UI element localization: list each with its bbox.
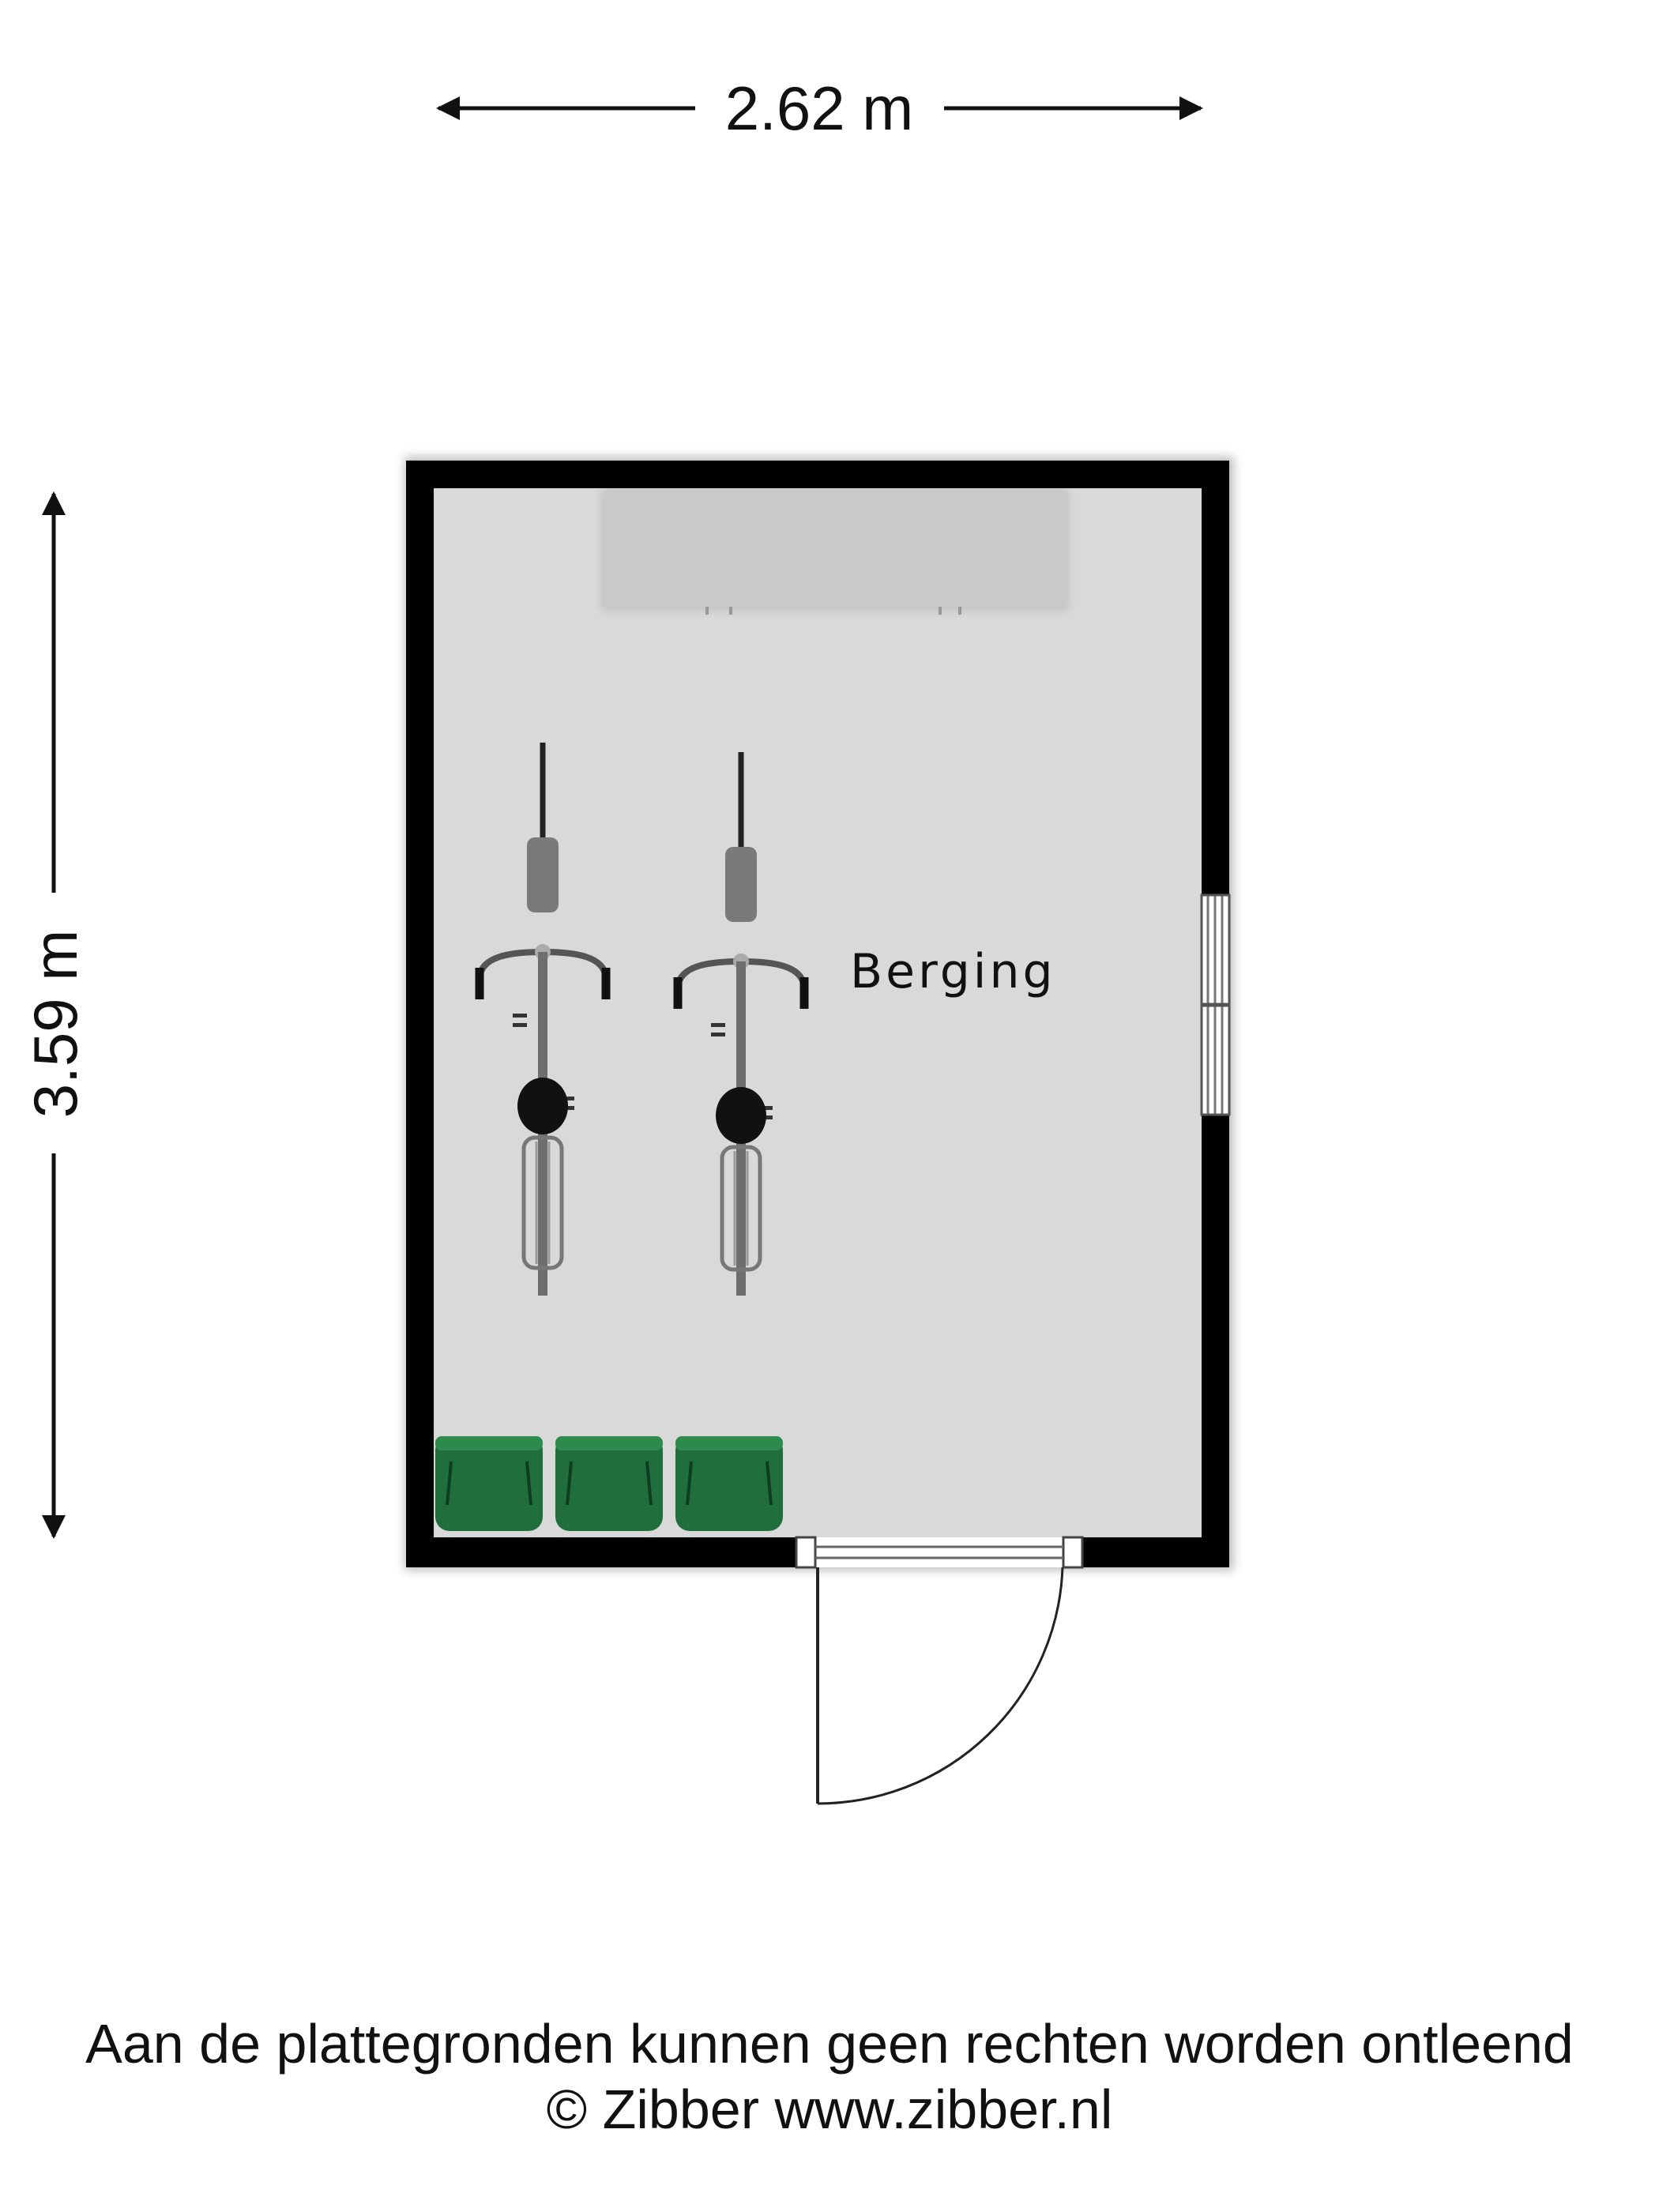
disclaimer-text: Aan de plattegronden kunnen geen rechten… (85, 2013, 1574, 2075)
door-swing-arc (817, 1567, 1064, 1805)
room-label: Berging (850, 944, 1056, 999)
window (1200, 893, 1231, 1116)
shelf (602, 490, 1068, 615)
bicycle-1 (475, 743, 611, 1296)
height-dimension: 3.59 m (21, 491, 90, 1539)
waste-bin-3 (675, 1436, 783, 1531)
copyright-text: © Zibber www.zibber.nl (546, 2078, 1113, 2140)
waste-bin-1 (435, 1436, 543, 1531)
width-dimension: 2.62 m (436, 73, 1203, 143)
room-berging: Berging (404, 457, 1234, 1805)
height-label: 3.59 m (21, 930, 90, 1118)
floor (434, 488, 1202, 1537)
bicycle-2 (673, 752, 809, 1296)
waste-bin-2 (555, 1436, 663, 1531)
door (795, 1536, 1084, 1805)
width-label: 2.62 m (725, 73, 913, 143)
